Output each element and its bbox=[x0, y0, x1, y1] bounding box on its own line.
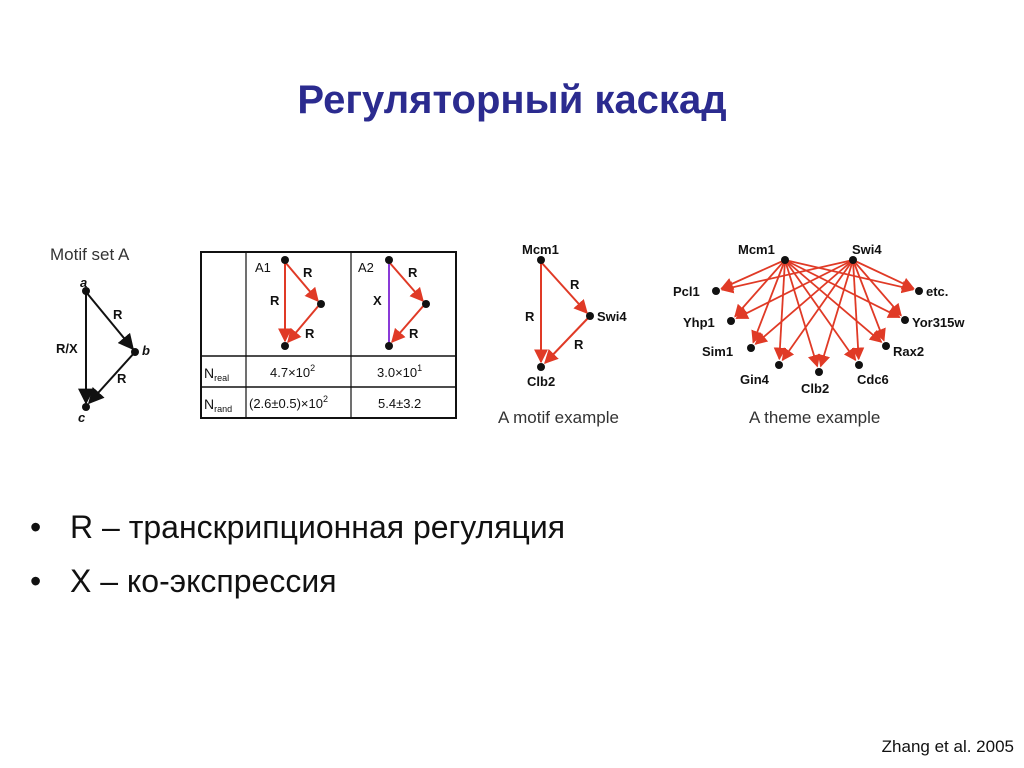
edge-mcm1-yhp1 bbox=[734, 259, 786, 318]
nrand-a1: (2.6±0.5)×102 bbox=[249, 394, 328, 411]
col-a1-label: A1 bbox=[255, 260, 271, 275]
theme-target-yor315w: Yor315w bbox=[912, 315, 965, 330]
edge-a-b-label: R bbox=[113, 307, 123, 322]
col-a2-label: A2 bbox=[358, 260, 374, 275]
a1-edge-left: R bbox=[270, 293, 280, 308]
theme-target-yhp1: Yhp1 bbox=[683, 315, 715, 330]
motif-edge-swi4-clb2: R bbox=[574, 337, 584, 352]
edge-mcm1-rax2 bbox=[784, 259, 883, 343]
theme-target-clb2: Clb2 bbox=[801, 381, 829, 396]
node-b-label: b bbox=[142, 343, 150, 358]
bullet-text: R – транскрипционная регуляция bbox=[70, 509, 566, 545]
node-a bbox=[82, 287, 90, 295]
node-a-label: a bbox=[80, 275, 87, 290]
node-b bbox=[131, 348, 139, 356]
edge-swi4-yor315w bbox=[852, 259, 902, 317]
nreal-label: Nreal bbox=[204, 365, 229, 383]
edge-swi4-yhp1 bbox=[735, 259, 854, 320]
motif-node-mcm1: Mcm1 bbox=[522, 242, 559, 257]
motif-edge-mcm1-clb2: R bbox=[525, 309, 535, 324]
motif-example-caption: A motif example bbox=[498, 408, 619, 427]
theme-target-rax2: Rax2 bbox=[893, 344, 924, 359]
motif-example: Mcm1 Swi4 Clb2 R R R A motif example bbox=[498, 242, 627, 427]
theme-target-etc: etc. bbox=[926, 284, 948, 299]
motif-edge-mcm1-swi4: R bbox=[570, 277, 580, 292]
theme-example: Mcm1 Swi4 Pcl1 Yhp1 Sim1 Gin4 Clb2 Cdc6 … bbox=[673, 242, 965, 427]
node-c-label: c bbox=[78, 410, 86, 425]
a2-edge-left: X bbox=[373, 293, 382, 308]
motif-node-clb2: Clb2 bbox=[527, 374, 555, 389]
theme-target-cdc6: Cdc6 bbox=[857, 372, 889, 387]
edge-swi4-clb2 bbox=[817, 259, 854, 368]
edge-swi4-gin4 bbox=[781, 259, 854, 362]
citation: Zhang et al. 2005 bbox=[881, 737, 1014, 756]
edge-mcm1-cdc6 bbox=[784, 259, 857, 362]
slide-title: Регуляторный каскад bbox=[297, 78, 727, 122]
a2-edge-top: R bbox=[408, 265, 418, 280]
nreal-a1: 4.7×102 bbox=[270, 363, 315, 380]
edge-swi4-rax2 bbox=[852, 259, 886, 342]
a1-edge-bottom: R bbox=[305, 326, 315, 341]
theme-target-gin4: Gin4 bbox=[740, 372, 770, 387]
bullet-list: • R – транскрипционная регуляция • X – ко-… bbox=[30, 500, 565, 608]
edge-mcm1-clb2 bbox=[784, 259, 821, 368]
theme-source-mcm1: Mcm1 bbox=[738, 242, 775, 257]
nreal-a2: 3.0×101 bbox=[377, 363, 422, 380]
edge-swi4-etc bbox=[852, 259, 915, 290]
bullet-symbol: • bbox=[30, 563, 42, 599]
theme-target-pcl1: Pcl1 bbox=[673, 284, 700, 299]
nrand-label: Nrand bbox=[204, 396, 232, 414]
edge-swi4-cdc6 bbox=[851, 259, 865, 361]
edge-b-c bbox=[87, 351, 136, 405]
edge-a-b bbox=[85, 291, 135, 351]
motif-stats-table: A1 R R R A2 R X R Nreal 4.7×102 3.0×101 … bbox=[200, 251, 457, 419]
motif-node-swi4: Swi4 bbox=[597, 309, 627, 324]
nrand-a2: 5.4±3.2 bbox=[378, 396, 421, 411]
edge-a-c-label: R/X bbox=[56, 341, 78, 356]
edge-b-c-label: R bbox=[117, 371, 127, 386]
theme-source-swi4: Swi4 bbox=[852, 242, 882, 257]
bullet-text: X – ко-экспрессия bbox=[70, 563, 337, 599]
theme-edges bbox=[720, 259, 915, 368]
motif-set-a: Motif set A a b c R R/X R bbox=[50, 245, 150, 425]
bullet-item: • X – ко-экспрессия bbox=[30, 554, 565, 608]
edge-swi4-sim1 bbox=[754, 259, 854, 345]
a1-edge-top: R bbox=[303, 265, 313, 280]
network-motif-figure: Motif set A a b c R R/X R A1 R R R A2 bbox=[50, 242, 965, 427]
edge-mcm1-yor315w bbox=[784, 259, 901, 319]
a2-edge-bottom: R bbox=[409, 326, 419, 341]
bullet-item: • R – транскрипционная регуляция bbox=[30, 500, 565, 554]
theme-example-caption: A theme example bbox=[749, 408, 880, 427]
motif-set-caption: Motif set A bbox=[50, 245, 130, 264]
node-c bbox=[82, 403, 90, 411]
edge-swi4-pcl1 bbox=[720, 259, 854, 294]
bullet-symbol: • bbox=[30, 509, 42, 545]
theme-target-sim1: Sim1 bbox=[702, 344, 733, 359]
